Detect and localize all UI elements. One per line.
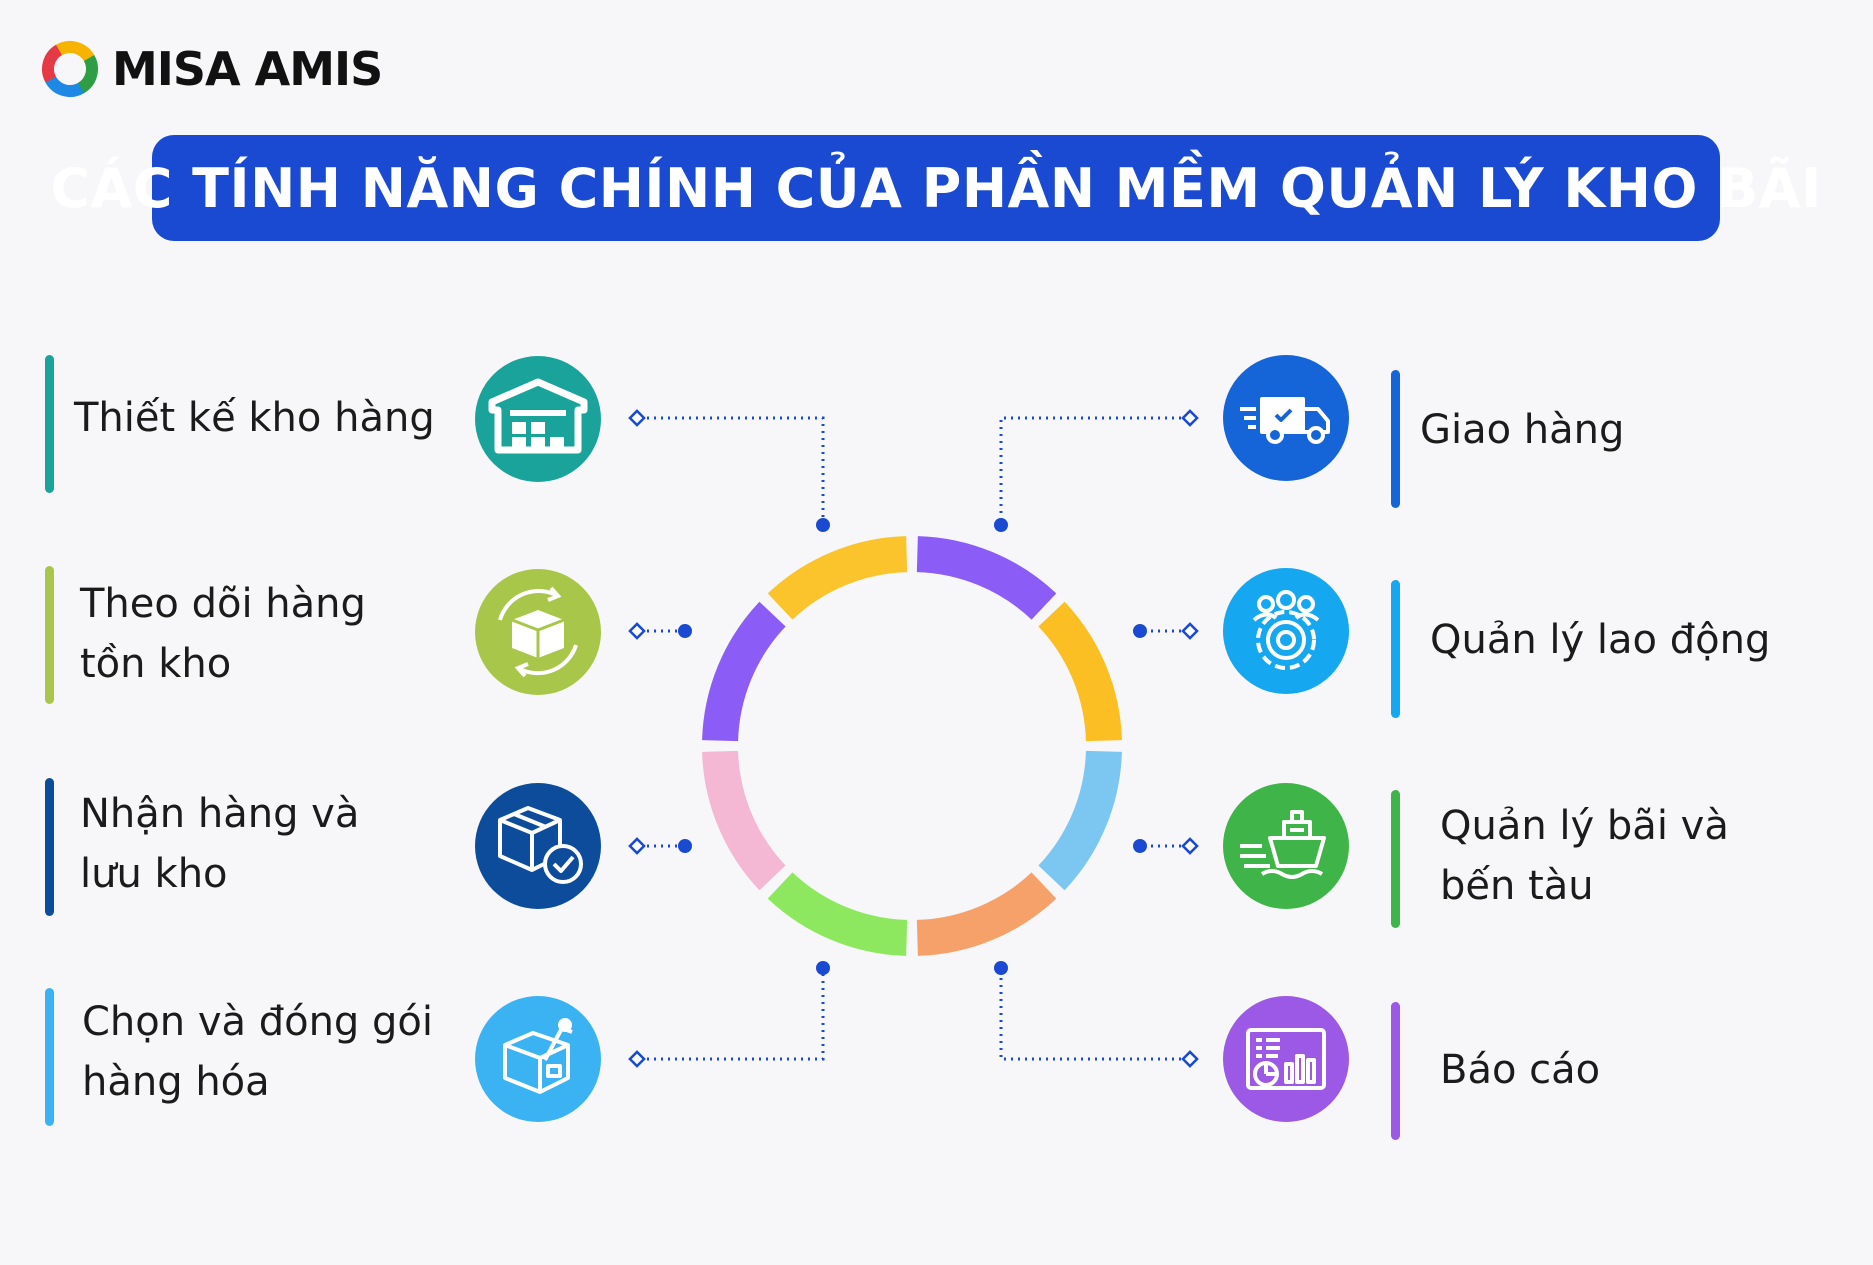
right-bar-3 (1391, 790, 1400, 928)
diamond-marker (1181, 409, 1199, 427)
report-chart-icon-circle (1223, 996, 1349, 1122)
connector-left-4 (640, 968, 825, 1061)
right-bar-1 (1391, 370, 1400, 508)
ring-segment (702, 750, 786, 891)
ring-segment (1038, 601, 1122, 742)
diamond-marker (628, 409, 646, 427)
right-bar-2 (1391, 580, 1400, 718)
ring-segment (916, 872, 1057, 956)
left-bar-2 (45, 566, 54, 704)
connector-dot (816, 961, 830, 975)
diamond-marker (628, 837, 646, 855)
feature-label-left-3: Nhận hàng và lưu kho (80, 791, 360, 897)
diamond-marker (1181, 837, 1199, 855)
inventory-box-icon (475, 569, 601, 695)
connector-dot (816, 518, 830, 532)
ring-segment (767, 872, 908, 956)
diamond-marker (628, 1050, 646, 1068)
ring-segment (1038, 750, 1122, 891)
left-bar-1 (45, 355, 54, 493)
feature-label-left-2: Theo dõi hàng tồn kho (80, 581, 366, 687)
diamond-marker (1181, 1050, 1199, 1068)
report-chart-icon (1223, 996, 1349, 1122)
ring-segment (916, 536, 1057, 620)
ring-segment (767, 536, 908, 620)
delivery-truck-icon (1223, 355, 1349, 481)
feature-label-left-4: Chọn và đóng gói hàng hóa (82, 999, 434, 1105)
feature-label-left-1: Thiết kế kho hàng (74, 395, 435, 441)
connector-dot (1133, 839, 1147, 853)
brand-name: MISA AMIS (112, 42, 383, 96)
right-bar-4 (1391, 1002, 1400, 1140)
connector-dot (994, 961, 1008, 975)
connector-dot (1133, 624, 1147, 638)
feature-label-right-2: Quản lý lao động (1430, 617, 1771, 663)
connectors (640, 416, 1188, 1061)
connector-dots (678, 518, 1147, 975)
feature-ring (702, 536, 1122, 956)
warehouse-icon-circle (475, 356, 601, 482)
warehouse-icon (475, 356, 601, 482)
feature-label-right-3: Quản lý bãi và bến tàu (1440, 803, 1729, 909)
connector-right-4 (999, 968, 1188, 1061)
ship-icon (1223, 783, 1349, 909)
title-banner: CÁC TÍNH NĂNG CHÍNH CỦA PHẦN MỀM QUẢN LÝ… (50, 135, 1821, 241)
feature-label-right-1: Giao hàng (1420, 407, 1625, 453)
box-check-icon-circle (475, 783, 601, 909)
connector-dot (678, 839, 692, 853)
page-title: CÁC TÍNH NĂNG CHÍNH CỦA PHẦN MỀM QUẢN LÝ… (50, 156, 1822, 220)
team-gear-icon (1223, 568, 1349, 694)
left-bar-3 (45, 778, 54, 916)
brand-logo: MISA AMIS (40, 36, 383, 102)
box-check-icon (475, 783, 601, 909)
package-tape-icon (475, 996, 601, 1122)
left-bar-4 (45, 988, 54, 1126)
connector-right-1 (999, 416, 1188, 525)
misa-logo-icon (42, 41, 98, 97)
diamond-marker (1181, 622, 1199, 640)
connector-dot (678, 624, 692, 638)
connector-left-1 (640, 416, 825, 525)
ring-segment (702, 601, 786, 742)
feature-label-right-4: Báo cáo (1440, 1047, 1601, 1093)
connector-dot (994, 518, 1008, 532)
diamond-marker (628, 622, 646, 640)
ship-icon-circle (1223, 783, 1349, 909)
